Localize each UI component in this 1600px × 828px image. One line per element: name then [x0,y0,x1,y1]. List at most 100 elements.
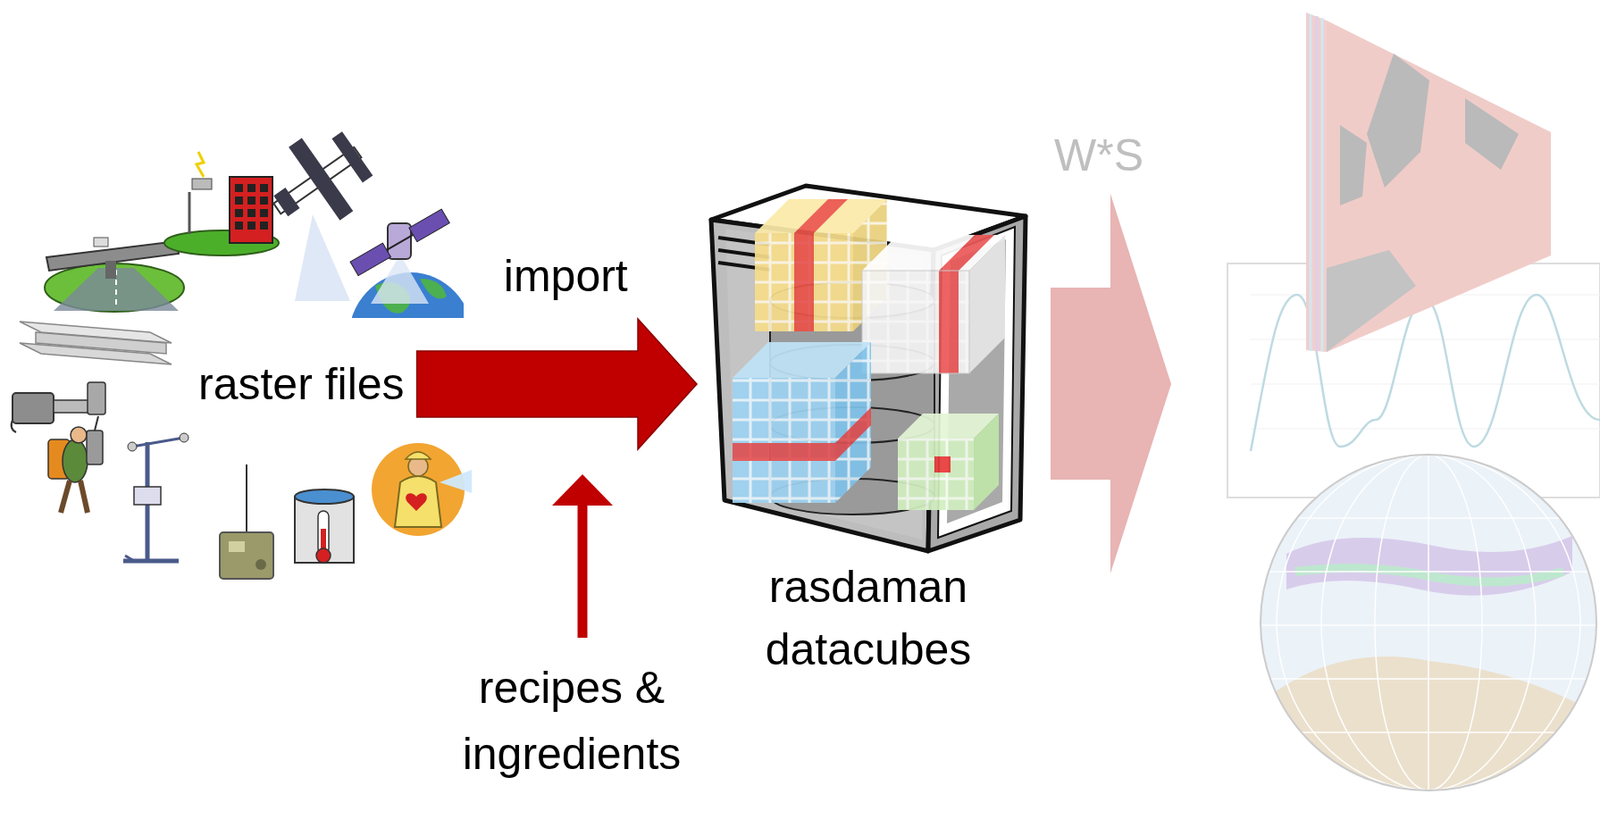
hiker-icon-part [70,427,87,444]
firefighter-icon-part [405,452,431,460]
thermometer-tank-icon [294,489,354,563]
building-camera-icon-part-part [247,184,256,193]
radiosonde-icon-part [245,464,248,535]
datacube-server-icon-part-part [897,438,974,511]
globe-part-part [1250,624,1600,627]
radiosonde-icon-part [228,541,245,553]
datacube-server-icon-part-part [754,233,854,332]
thermometer-tank-icon-part [316,548,331,563]
hiker-icon-part [62,439,88,483]
building-camera-icon-part-part [259,184,269,193]
datacube-server-icon-part-part [732,377,836,503]
building-camera-icon-part [188,192,192,235]
timeseries-chart-part [1250,428,1600,430]
node-text: rasdaman datacubes [738,555,998,681]
map-datacube-part [1465,98,1519,170]
map-datacube-part [1366,53,1430,188]
datacube-server-icon-part-part [835,342,872,503]
hiker-icon-part [86,430,103,465]
building-camera-icon-part-part [259,209,269,218]
timeseries-chart-part [1250,294,1600,452]
building-camera-icon-part-part [234,196,243,205]
weather-station-icon-part [127,442,137,452]
datacube-server-icon-part-part [732,377,836,503]
map-datacube-part [1321,17,1324,352]
datacube-server-icon-part [897,413,999,511]
globe-part-part [1321,454,1536,791]
bridge-sensor-icon-part [105,260,117,279]
globe-part-part [1250,731,1600,734]
firefighter-icon-part [405,493,428,511]
steel-beam-icon-part [19,343,172,365]
import-arrow [417,318,697,450]
firefighter-icon [371,443,472,537]
output-visualisations [1227,12,1600,822]
satellite-icon-part [350,209,450,277]
globe-part [1250,454,1600,822]
datacube-server-icon-part-part [862,270,970,374]
firefighter-icon-part [371,443,465,537]
datacube-server-icon-part-part [897,438,974,511]
radiosonde-icon-part [219,532,274,579]
edge-label: import [503,249,629,303]
satellite-icon-part-part [386,234,413,251]
sensor-device-icon-part [53,400,90,413]
hiker-icon-part [60,480,70,513]
thermometer-tank-icon-part [294,489,354,504]
datacube-server-icon-part-part [938,234,995,271]
globe-part-part [1276,454,1581,791]
building-camera-icon-part [229,176,273,243]
datacube-server-icon-part-part [862,270,970,374]
sensor-device-icon [11,382,106,433]
radiosonde-icon [219,464,274,579]
source-box: raster files [198,357,405,411]
globe [1250,454,1600,822]
satellite-icon-part-part [409,209,450,243]
datacube-server-icon-part-part [835,342,872,503]
radiosonde-icon-part [255,559,267,570]
globe-part [1260,454,1597,791]
hiker-icon-part [80,480,88,513]
datacube-server-icon-part-part [938,270,959,374]
input-label: recipes & ingredients [437,654,706,788]
globe-part-part [1374,454,1483,791]
aircraft-icon-part [294,214,351,302]
map-datacube [1306,12,1551,352]
building-camera-icon-part [196,151,204,177]
datacube-server-icon-part-part [794,199,848,234]
node-text: raster files [198,357,405,411]
building-camera-icon [164,151,279,256]
timeseries-chart-part [1250,384,1600,386]
datacube-server-icon-part [862,234,1006,374]
firefighter-icon-part [439,469,472,494]
datacube-server-icon-part-part [732,443,836,461]
services-arrow [1050,193,1172,574]
datacube-server-icon-part-part [862,270,970,374]
timeseries-chart-part [1250,339,1600,341]
weather-station-icon-part [179,433,189,443]
datacube-server-icon [711,185,1026,552]
map-datacube-part [1315,16,1319,352]
thermometer-tank-icon-part [294,496,354,563]
globe-part-part [1427,454,1430,791]
map-datacube-part [1306,12,1327,352]
building-camera-icon-part [234,184,269,230]
weather-station-icon-part [134,486,161,505]
building-camera-icon-part-part [247,196,256,205]
sensor-device-icon-part [87,382,106,415]
globe-part-part [1250,678,1600,680]
datacube-server-icon-part-part [835,407,872,461]
building-camera-icon-part-part [259,221,269,230]
datacube-server-icon-part-part [973,413,999,511]
weather-station-icon [123,433,189,562]
datacube-server-icon-part [732,342,872,503]
building-camera-icon-part-part [259,196,269,205]
building-camera-icon-part-part [247,209,256,218]
map-datacube-part [1309,14,1313,352]
globe-part-part [1295,568,1564,582]
datacube-server-icon-part-part [794,233,814,332]
recipes-arrow [552,474,613,638]
globe-part-part [1250,570,1600,573]
